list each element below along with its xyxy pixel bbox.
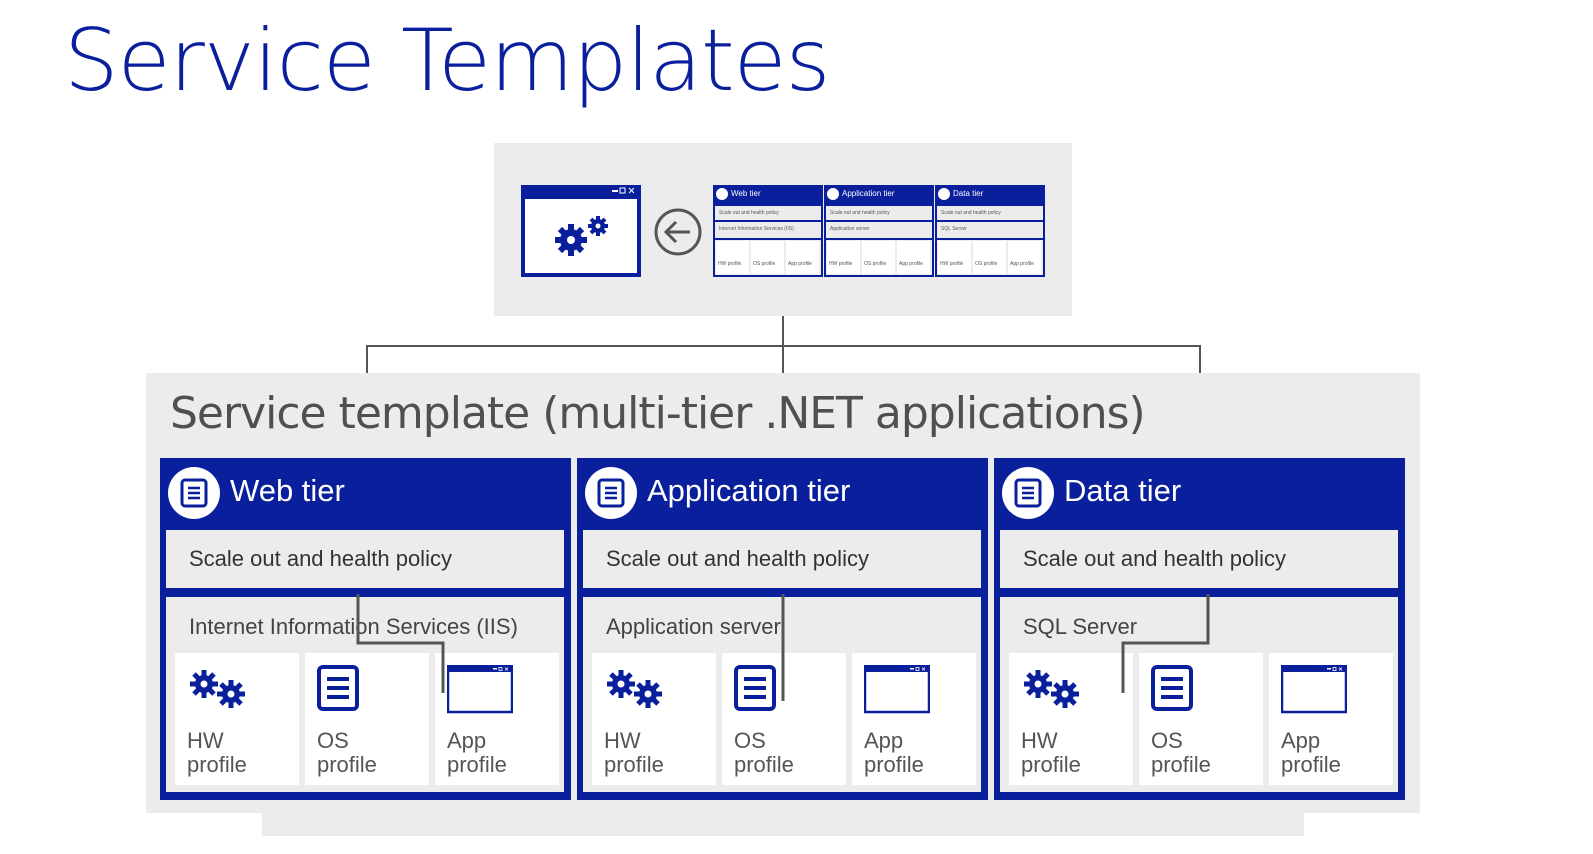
tier-title: Application tier — [647, 473, 851, 508]
window-icon — [1280, 664, 1348, 720]
document-icon — [827, 188, 839, 200]
scale-policy: Scale out and health policy — [166, 530, 564, 588]
document-icon — [734, 665, 778, 718]
document-icon — [585, 467, 637, 519]
page-title: Service Templates — [64, 11, 830, 111]
host-label: Application server — [606, 614, 781, 639]
thumbnail-data-tier: Data tier Scale out and health policy SQ… — [935, 185, 1045, 277]
document-icon — [716, 188, 728, 200]
gears-icon — [1021, 665, 1083, 718]
scale-policy: Scale out and health policy — [583, 530, 981, 588]
tier-data: Data tier Scale out and health policy SQ… — [994, 458, 1405, 800]
document-icon — [938, 188, 950, 200]
tier-title: Web tier — [230, 473, 345, 508]
window-icon — [446, 664, 514, 720]
connector-bar — [366, 345, 1201, 347]
document-icon — [168, 467, 220, 519]
window-icon — [863, 664, 931, 720]
tier-web: Web tier Scale out and health policy Int… — [160, 458, 571, 800]
connector-right — [1199, 345, 1201, 374]
document-icon — [1151, 665, 1195, 718]
service-template-title: Service template (multi-tier .NET applic… — [170, 388, 1146, 439]
connector-left — [366, 345, 368, 374]
host-label: SQL Server — [1023, 614, 1138, 639]
document-icon — [317, 665, 361, 718]
gears-icon — [187, 665, 249, 718]
tier-application: Application tier Scale out and health po… — [577, 458, 988, 800]
scale-policy: Scale out and health policy — [1000, 530, 1398, 588]
thumbnail-web-tier: Web tier Scale out and health policy Int… — [713, 185, 823, 277]
tier-title: Data tier — [1064, 473, 1182, 508]
thumbnail-application-tier: Application tier Scale out and health po… — [824, 185, 934, 277]
document-icon — [1002, 467, 1054, 519]
gears-icon — [604, 665, 666, 718]
host-label: Internet Information Services (IIS) — [189, 614, 518, 639]
